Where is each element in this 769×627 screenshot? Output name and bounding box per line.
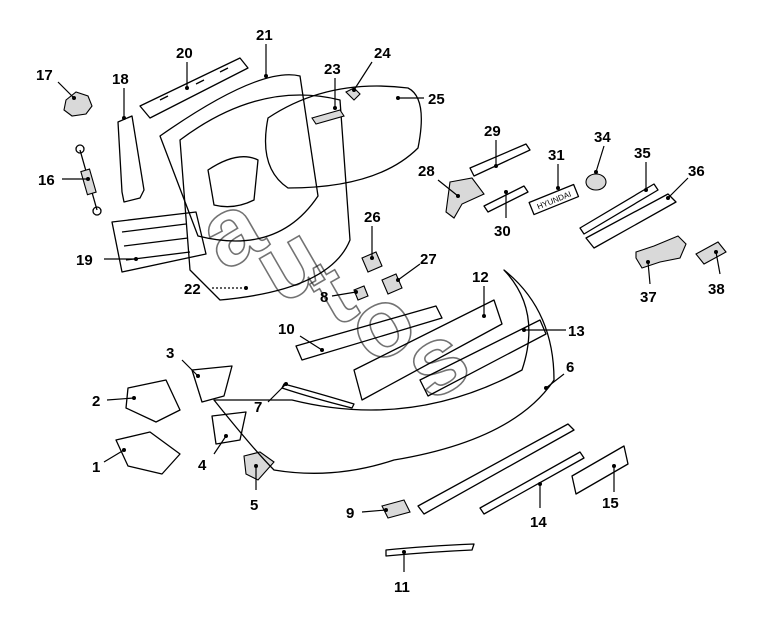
part-11-lower-trim	[385, 543, 475, 557]
callout-35: 35	[634, 145, 651, 162]
part-15-plate-panel	[571, 445, 629, 495]
part-31-emblem: HYUNDAI	[528, 183, 580, 216]
part-7-strip	[281, 383, 355, 409]
callout-7: 7	[254, 399, 262, 416]
part-36-spoiler	[585, 193, 677, 249]
callout-28: 28	[418, 163, 435, 180]
callout-13: 13	[568, 323, 585, 340]
part-22-tailgate	[179, 94, 351, 301]
callout-3: 3	[166, 345, 174, 362]
callout-18: 18	[112, 71, 129, 88]
part-6-rear-bumper	[213, 269, 555, 474]
part-13-cover	[419, 319, 547, 397]
part-10-energy-absorber	[295, 305, 443, 361]
callout-31: 31	[548, 147, 565, 164]
part-9-reflector	[381, 499, 411, 519]
callout-labels: 1 2 3 4 5 6 7 8 9 10 11 12 13 14 15 16 1…	[36, 27, 725, 596]
part-1-rear-lamp	[115, 431, 181, 475]
callout-8: 8	[320, 289, 328, 306]
callout-10: 10	[278, 321, 295, 338]
callout-17: 17	[36, 67, 53, 84]
part-24-washer-nozzle	[345, 87, 361, 101]
callout-30: 30	[494, 223, 511, 240]
callout-25: 25	[428, 91, 445, 108]
part-3-lamp	[191, 365, 233, 403]
part-8-latch	[353, 285, 369, 301]
callout-37: 37	[640, 289, 657, 306]
part-4-lamp	[211, 411, 247, 445]
part-25-rear-glass	[264, 85, 422, 189]
part-38-bracket	[695, 241, 727, 265]
part-19-trim-panel	[111, 211, 207, 273]
callout-38: 38	[708, 281, 725, 298]
callout-19: 19	[76, 252, 93, 269]
part-14-lower-skirt-b	[479, 451, 585, 515]
callout-2: 2	[92, 393, 100, 410]
part-14-lower-skirt	[417, 423, 575, 515]
callout-15: 15	[602, 495, 619, 512]
part-12-reinforcement	[353, 299, 503, 401]
callout-1: 1	[92, 459, 100, 476]
part-23-stop-lamp	[311, 109, 345, 125]
part-37-hinge	[635, 235, 687, 269]
callout-9: 9	[346, 505, 354, 522]
part-30-trim	[483, 185, 529, 213]
callout-21: 21	[256, 27, 273, 44]
callout-26: 26	[364, 209, 381, 226]
part-17-clip	[63, 91, 93, 117]
part-18-pillar-trim	[117, 115, 145, 203]
callout-4: 4	[198, 457, 207, 474]
part-29-garnish	[469, 143, 531, 177]
callout-20: 20	[176, 45, 193, 62]
part-34-logo-badge	[585, 173, 607, 191]
callout-24: 24	[374, 45, 391, 62]
part-20-upper-trim	[139, 57, 249, 119]
callout-34: 34	[594, 129, 611, 146]
part-21-weatherstrip	[159, 74, 319, 242]
part-26-bracket	[361, 251, 383, 273]
callout-16: 16	[38, 172, 55, 189]
part-35-strip	[579, 183, 659, 235]
part-2-rear-lamp	[125, 379, 181, 423]
callout-23: 23	[324, 61, 341, 78]
part-28-handle	[445, 177, 485, 219]
callout-6: 6	[566, 359, 574, 376]
leader-lines	[57, 44, 721, 572]
callout-27: 27	[420, 251, 437, 268]
callout-29: 29	[484, 123, 501, 140]
callout-36: 36	[688, 163, 705, 180]
callout-14: 14	[530, 514, 547, 531]
callout-12: 12	[472, 269, 489, 286]
callout-5: 5	[250, 497, 258, 514]
callout-11: 11	[394, 579, 410, 596]
callout-22: 22	[184, 281, 201, 298]
parts-layer: HYUNDAI	[63, 57, 727, 557]
